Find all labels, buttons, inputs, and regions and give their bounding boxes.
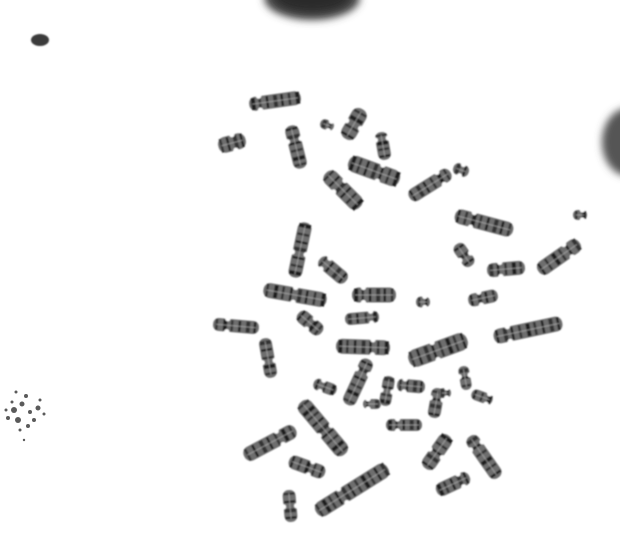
small-fragment-top-left	[31, 34, 49, 46]
chromosome	[378, 376, 396, 406]
chromosome	[322, 169, 364, 211]
chromosome	[297, 399, 349, 457]
chromosome	[340, 107, 367, 141]
chromosome	[285, 125, 307, 169]
chromosome	[471, 389, 493, 407]
chromosome	[421, 433, 453, 471]
chromosome	[453, 242, 475, 268]
chromosome	[249, 91, 301, 113]
chromosome	[318, 255, 348, 284]
chromosome	[573, 207, 587, 223]
chromosome	[335, 337, 391, 358]
chromosome	[493, 316, 563, 344]
chromosome	[416, 294, 430, 310]
chromosome	[288, 222, 312, 278]
chromosome	[263, 283, 327, 307]
chromosome	[435, 471, 471, 497]
chromosome	[344, 308, 380, 326]
interphase-nucleus-right-edge	[602, 109, 620, 175]
chromosome	[466, 435, 502, 479]
chromosome	[281, 489, 300, 523]
chromosome	[386, 416, 422, 434]
chromosome	[408, 168, 452, 202]
stain-debris-left	[4, 390, 46, 442]
chromosome	[363, 396, 381, 412]
interphase-nucleus-top	[264, 0, 360, 20]
chromosome	[296, 310, 324, 336]
chromosome	[259, 338, 278, 378]
chromosome	[454, 209, 514, 237]
chromosome	[439, 385, 451, 401]
chromosome	[352, 285, 396, 305]
chromosome	[288, 455, 326, 479]
chromosome	[213, 316, 259, 335]
chromosome	[452, 162, 470, 179]
chromosome	[536, 238, 582, 276]
chromosome	[372, 132, 391, 160]
chromosome	[468, 289, 498, 308]
chromosome	[319, 118, 335, 134]
chromosome	[243, 425, 297, 462]
chromosome	[408, 332, 468, 368]
chromosome	[314, 462, 391, 517]
chromosome	[343, 358, 373, 406]
chromosome	[218, 132, 246, 153]
chromosome	[313, 377, 337, 396]
chromosome	[486, 260, 526, 279]
chromosome	[456, 366, 473, 390]
chromosome-spread	[213, 91, 587, 523]
chromosome	[347, 155, 401, 187]
chromosome	[396, 376, 426, 395]
